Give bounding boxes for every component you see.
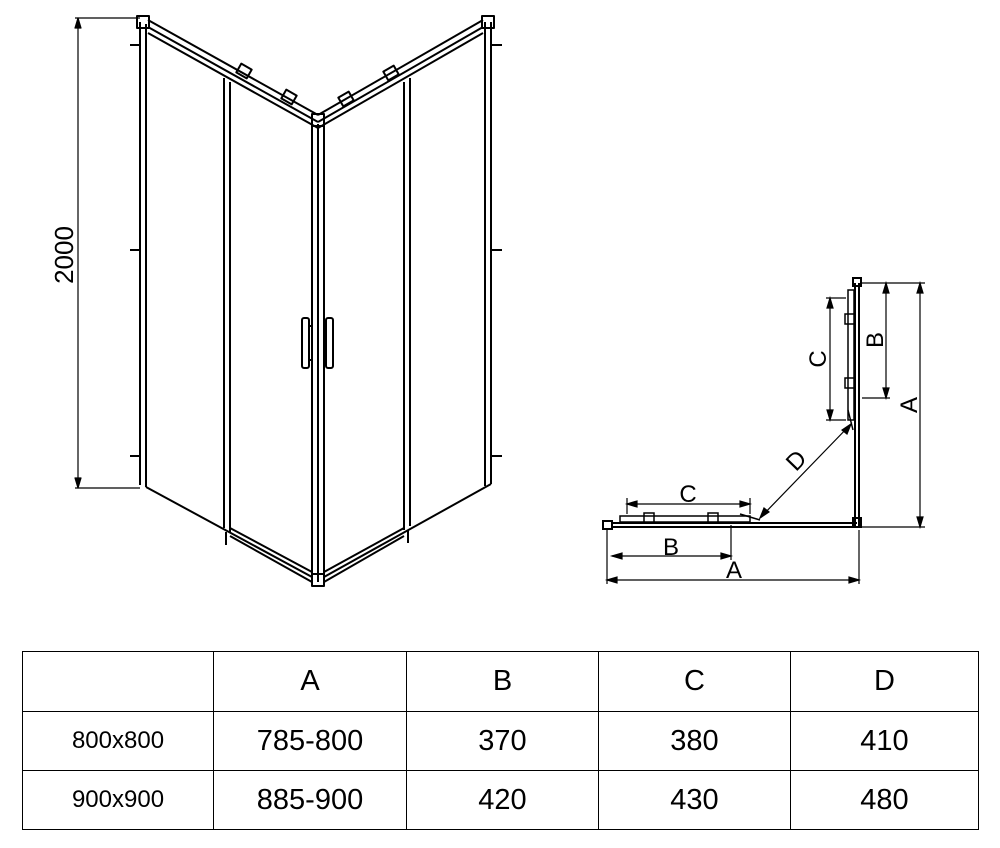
dim-b-vertical: [862, 280, 890, 401]
right-wall-profile: [481, 15, 495, 486]
cell-c: 380: [598, 711, 791, 771]
dim-c-vertical: [826, 295, 846, 423]
cell-b: 420: [406, 770, 599, 830]
door-handles: [301, 317, 334, 369]
header-cell-blank: [22, 651, 214, 712]
label-b-horizontal: B: [663, 534, 679, 561]
label-a-horizontal: A: [726, 557, 742, 584]
row-size-label: 900x900: [22, 770, 214, 830]
wall-bracket-ticks: [130, 44, 502, 457]
cell-c: 430: [598, 770, 791, 830]
dimension-table: A B C D 800x800 785-800 370 380 410 900x…: [22, 651, 979, 830]
label-b-vertical: B: [862, 332, 889, 348]
cell-a: 885-900: [213, 770, 407, 830]
fixed-panel-right: [403, 78, 411, 530]
corner-post: [311, 113, 325, 587]
plan-door-bottom: [619, 512, 761, 524]
table-row: 900x900 885-900 420 430 480: [22, 770, 979, 830]
plan-door-right: [844, 289, 856, 431]
label-c-horizontal: C: [679, 481, 696, 508]
label-c-vertical: C: [805, 350, 832, 367]
row-size-label: 800x800: [22, 711, 214, 771]
top-rail-left: [147, 19, 319, 129]
dim-b-horizontal: [609, 525, 734, 560]
top-rail-right: [317, 19, 484, 129]
height-label: 2000: [49, 226, 79, 284]
label-a-vertical: A: [896, 397, 923, 413]
header-cell-b: B: [406, 651, 599, 712]
technical-drawing: 2000: [49, 15, 925, 587]
plan-view: [602, 277, 925, 584]
dim-a-horizontal: [604, 530, 862, 584]
cell-a: 785-800: [213, 711, 407, 771]
header-cell-a: A: [213, 651, 407, 712]
bottom-rail: [145, 483, 492, 583]
label-d-diagonal: D: [781, 445, 812, 476]
cell-b: 370: [406, 711, 599, 771]
plan-walls: [602, 277, 862, 530]
table-header-row: A B C D: [22, 651, 979, 712]
shower-front-view: 2000: [49, 15, 502, 587]
dim-d-diagonal: [758, 422, 853, 520]
dim-c-horizontal: [624, 498, 753, 514]
header-cell-c: C: [598, 651, 791, 712]
cell-d: 480: [790, 770, 979, 830]
height-dimension: [74, 17, 140, 489]
dim-a-vertical: [862, 280, 925, 530]
header-cell-d: D: [790, 651, 979, 712]
cell-d: 410: [790, 711, 979, 771]
table-row: 800x800 785-800 370 380 410: [22, 711, 979, 771]
fixed-panel-left: [223, 78, 231, 532]
left-wall-profile: [136, 15, 150, 487]
